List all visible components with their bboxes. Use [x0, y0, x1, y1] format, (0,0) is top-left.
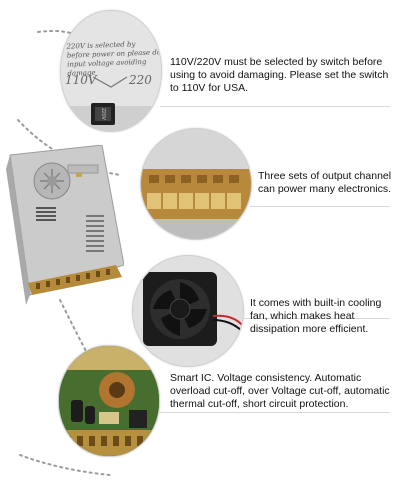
power-supply-illustration — [6, 144, 125, 305]
terminal-block-illustration — [141, 129, 251, 239]
arrow-icon — [92, 76, 128, 88]
switch-110-label: 110V — [65, 73, 97, 87]
caption-divider-2 — [250, 206, 390, 207]
voltage-switch-closeup: 220V is selected by before power on plea… — [60, 10, 162, 132]
cooling-fan-illustration — [133, 256, 243, 366]
caption-smart-ic: Smart IC. Voltage consistency. Automatic… — [170, 372, 390, 410]
caption-cooling-fan: It comes with built-in cooling fan, whic… — [250, 297, 382, 335]
output-terminals-closeup — [140, 128, 252, 240]
circuit-board-closeup — [58, 345, 160, 457]
switch-220-label: 220 — [129, 73, 152, 87]
caption-divider-4 — [158, 412, 390, 413]
caption-output-channels: Three sets of output channel can power m… — [258, 170, 392, 195]
caption-divider-3 — [242, 318, 390, 319]
circuit-board-illustration — [59, 346, 159, 456]
caption-voltage-switch: 110V/220V must be selected by switch bef… — [170, 56, 389, 94]
caption-divider-1 — [160, 106, 390, 107]
power-supply-unit — [6, 144, 125, 305]
switch-position-text: 220V — [99, 108, 106, 120]
cooling-fan-closeup — [132, 255, 244, 367]
